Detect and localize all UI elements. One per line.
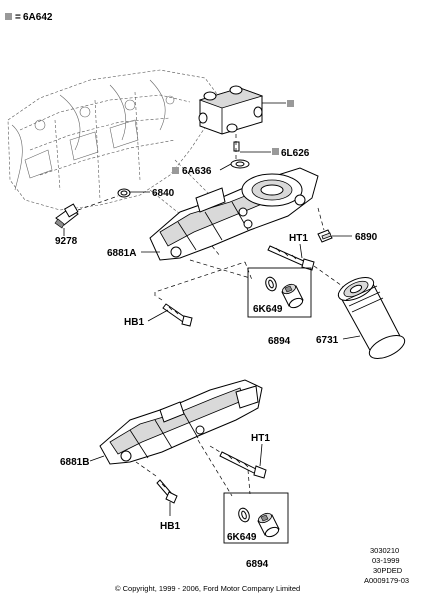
oil-filter-adapter-lower bbox=[99, 379, 263, 465]
valve-kit-lower-box bbox=[223, 492, 289, 544]
filter-leader bbox=[342, 335, 361, 340]
relief-valve-lower bbox=[257, 512, 280, 538]
assembly-lines-upper bbox=[154, 245, 253, 296]
assembly-lines-lower bbox=[197, 439, 251, 497]
cooler-marker bbox=[287, 100, 294, 107]
bolt-upper-leader bbox=[147, 309, 169, 322]
copyright-text: © Copyright, 1999 - 2006, Ford Motor Com… bbox=[115, 584, 300, 593]
stud-lower bbox=[209, 445, 267, 479]
header-equals: = bbox=[15, 12, 21, 23]
bolt-upper-label: HB1 bbox=[124, 317, 144, 328]
oring-upper bbox=[265, 276, 277, 292]
valve-lower-label: 6894 bbox=[246, 559, 269, 570]
header-ref-label: 6A642 bbox=[23, 12, 53, 23]
oil-filter bbox=[337, 277, 406, 359]
oring-lower-label: 6K649 bbox=[227, 532, 257, 543]
valve-upper-label: 6894 bbox=[268, 336, 291, 347]
footer-code-1: 3030210 bbox=[370, 546, 399, 555]
oil-filter-adapter-upper bbox=[149, 167, 319, 261]
stud-lower-label: HT1 bbox=[251, 433, 270, 444]
plug-label: 6890 bbox=[355, 232, 378, 243]
footer-code-3: 30PDED bbox=[373, 566, 403, 575]
filter-label: 6731 bbox=[316, 335, 339, 346]
footer-code-2: 03-1999 bbox=[372, 556, 400, 565]
cooler-washer bbox=[230, 159, 250, 169]
adapter-lower-leader bbox=[89, 455, 105, 462]
washer-leader bbox=[219, 163, 232, 171]
relief-valve-upper bbox=[281, 283, 304, 309]
adapter-lower-label: 6881B bbox=[60, 457, 89, 468]
washer-ref-label: 6A636 bbox=[182, 166, 212, 177]
header-marker bbox=[5, 13, 12, 20]
cooler-ref-label: 6L626 bbox=[281, 148, 310, 159]
stud-upper-label: HT1 bbox=[289, 233, 308, 244]
footer-code-4: A0009179-03 bbox=[364, 576, 409, 585]
bolt-lower bbox=[135, 461, 178, 504]
sensor-label: 9278 bbox=[55, 236, 78, 247]
cooler-pin bbox=[233, 134, 240, 160]
oil-pressure-sensor bbox=[54, 195, 119, 229]
gasket-upper bbox=[117, 188, 131, 198]
oil-cooler bbox=[198, 85, 264, 135]
valve-kit-upper-box bbox=[247, 267, 312, 318]
stud-upper-leader bbox=[299, 243, 303, 259]
oring-upper-label: 6K649 bbox=[253, 304, 283, 315]
oring-lower bbox=[238, 507, 250, 523]
gasket-upper-label: 6840 bbox=[152, 188, 175, 199]
washer-marker bbox=[172, 167, 179, 174]
bolt-lower-label: HB1 bbox=[160, 521, 180, 532]
bolt-upper bbox=[155, 295, 193, 327]
stud-upper bbox=[267, 245, 346, 289]
adapter-upper-label: 6881A bbox=[107, 248, 136, 259]
cooler-ref-marker bbox=[272, 148, 279, 155]
stud-lower-leader bbox=[259, 443, 263, 467]
plug bbox=[317, 207, 333, 243]
